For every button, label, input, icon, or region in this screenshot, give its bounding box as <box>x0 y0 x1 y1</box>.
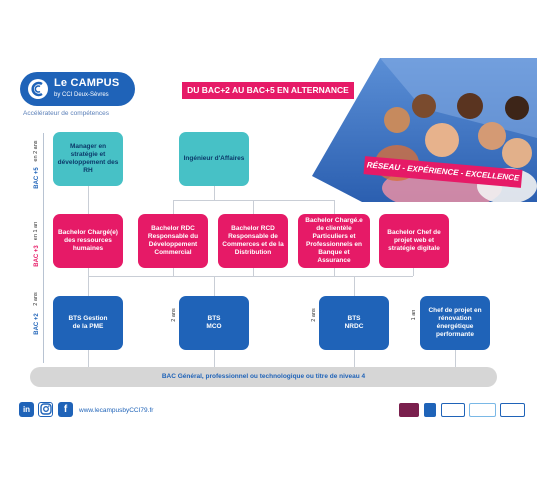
partner-logo <box>441 403 465 417</box>
connector <box>413 268 414 276</box>
partner-logo <box>469 403 496 417</box>
connector <box>354 350 355 367</box>
connector <box>88 276 413 277</box>
program-bac2-bts-gpme[interactable]: BTS Gestion de la PME <box>53 296 123 350</box>
program-bac2-bts-nrdc[interactable]: BTS NRDC <box>319 296 389 350</box>
connector <box>88 268 89 296</box>
level-duration-bac3: en 1 an <box>33 221 39 241</box>
program-bac3-web[interactable]: Bachelor Chef de projet web et stratégie… <box>379 214 449 268</box>
connector <box>214 186 215 200</box>
partner-logo <box>500 403 525 417</box>
campus-logo-icon <box>28 79 48 99</box>
level-axis <box>43 133 44 363</box>
website-link[interactable]: www.lecampusbyCCI79.fr <box>79 407 154 414</box>
facebook-icon[interactable]: f <box>58 402 73 417</box>
connector <box>214 276 215 296</box>
connector <box>173 200 174 214</box>
partner-logo <box>399 403 419 417</box>
connector <box>354 276 355 296</box>
connector <box>88 186 89 214</box>
bac2-duration-1: 2 ans <box>171 308 177 322</box>
bac2-duration-2: 2 ans <box>311 308 317 322</box>
connector <box>253 268 254 276</box>
connector <box>334 268 335 276</box>
banner-title: DU BAC+2 AU BAC+5 EN ALTERNANCE <box>182 82 354 99</box>
tagline: Accélérateur de compétences <box>23 110 109 117</box>
connector <box>173 268 174 276</box>
level-duration-bac5: en 2 ans <box>33 140 39 162</box>
program-bac3-rcd[interactable]: Bachelor RCD Responsable de Commerces et… <box>218 214 288 268</box>
program-bac3-banque[interactable]: Bachelor Chargé.e de clientèle Particuli… <box>298 214 370 268</box>
linkedin-icon[interactable]: in <box>19 402 34 417</box>
brand-name: Le CAMPUS <box>54 77 120 89</box>
connector <box>334 200 335 214</box>
connector <box>88 350 89 367</box>
partner-logo <box>424 403 436 417</box>
campus-logo: Le CAMPUS by CCI Deux-Sèvres <box>20 72 135 106</box>
connector <box>455 350 456 367</box>
connector <box>214 350 215 367</box>
instagram-icon[interactable] <box>38 402 53 417</box>
program-bac3-rdc[interactable]: Bachelor RDC Responsable du Développemen… <box>138 214 208 268</box>
bac2-duration-3: 1 an <box>411 309 417 321</box>
program-bac2-renovation[interactable]: Chef de projet en rénovation énergétique… <box>420 296 490 350</box>
entry-requirement-bar: BAC Général, professionnel ou technologi… <box>30 367 497 387</box>
connector <box>173 200 335 201</box>
program-bac2-bts-mco[interactable]: BTS MCO <box>179 296 249 350</box>
brand-sub: by CCI Deux-Sèvres <box>54 92 109 98</box>
program-bac5-rh[interactable]: Manager en stratégie et développement de… <box>53 132 123 186</box>
program-bac3-rh[interactable]: Bachelor Chargé(e) des ressources humain… <box>53 214 123 268</box>
bac2-duration-0: 2 ans <box>33 292 39 306</box>
program-bac5-ingenieur-affaires[interactable]: Ingénieur d'Affaires <box>179 132 249 186</box>
connector <box>253 200 254 214</box>
instagram-glyph <box>39 403 52 415</box>
